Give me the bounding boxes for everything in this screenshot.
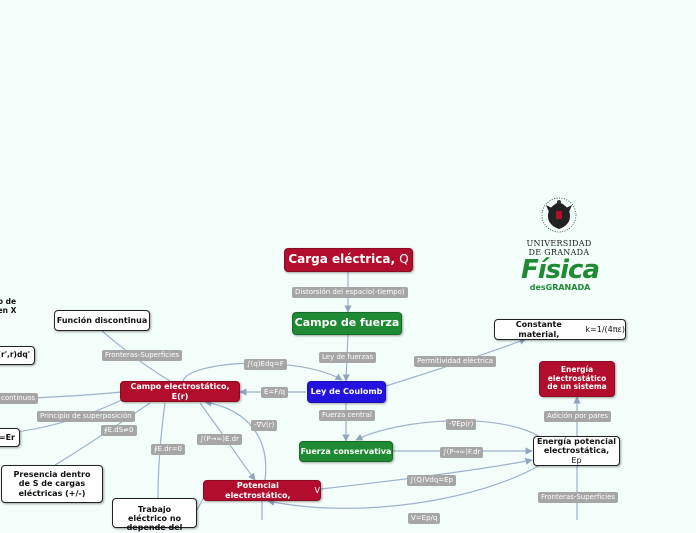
edge-label-e-fq: E=F/q [261, 387, 289, 398]
left-cut-1-title: o de en X [0, 297, 17, 315]
energia-potencial-title: Energía potencial electrostática, [537, 437, 616, 456]
edge-label-principio: Principio de superposición [37, 411, 135, 422]
edge-label-fronteras-2: Fronteras-Superficies [538, 492, 619, 503]
edge-label-ley-fuerzas: Ley de fuerzas [319, 352, 377, 363]
edge-label-permitividad: Permitividad eléctrica [414, 356, 497, 367]
trabajo-node[interactable]: Trabajo eléctrico no depende del [112, 498, 197, 532]
left-cut-node-1[interactable]: o de en X [0, 295, 22, 319]
ley-de-coulomb-node[interactable]: Ley de Coulomb [307, 381, 386, 403]
logo-brand-main: Física [520, 255, 600, 285]
ley-coulomb-title: Ley de Coulomb [310, 387, 383, 397]
logo-brand-sub: desGRANADA [529, 283, 591, 292]
edge-label-v-ep: V=Ep/q [408, 513, 441, 524]
energia-sistema-node[interactable]: Energía electrostático de un sistema [539, 361, 615, 397]
left-cut-node-3[interactable]: =Er [0, 428, 20, 447]
constante-material-node[interactable]: Constante material, k=1/(4πε) [494, 319, 626, 340]
edge-label-int-p-fdr: ∫(P→∞)F.dr [440, 447, 484, 458]
fuerza-conservativa-title: Fuerza conservativa [300, 446, 392, 456]
university-logo: UNIVERSIDAD DE GRANADA Física desGRANADA [518, 196, 600, 296]
edge-label-int-q-edq: ∫(q)Edq=F [244, 359, 287, 370]
potencial-electrostatico-node[interactable]: Potencial electrostático, V [203, 480, 321, 501]
carga-symbol: Q [399, 252, 409, 267]
edge-potencial-energia [320, 457, 533, 490]
presencia-title: Presencia dentro de S de cargas eléctric… [13, 470, 91, 498]
constante-title: Constante material, [515, 320, 562, 339]
edge-campo-presencia [54, 402, 151, 466]
logo-line-2: DE GRANADA [528, 248, 590, 257]
carga-electrica-node[interactable]: Carga eléctrica, Q [284, 248, 413, 272]
funcion-discontinua-title: Función discontinua [56, 315, 148, 325]
edge-label-int-vdq: ∫(Q)Vdq=Ep [407, 475, 457, 486]
carga-title: Carga eléctrica, [288, 252, 396, 267]
edge-label-distorsion: Distorsión del espacio(-tiempo) [292, 287, 408, 298]
logo-line-1: UNIVERSIDAD [526, 239, 592, 248]
left-cut-node-2[interactable]: (r',r)dq' [0, 346, 35, 365]
potencial-title: Potencial electrostático, [225, 481, 291, 500]
edge-label-fronteras-1: Fronteras-Superficies [102, 350, 183, 361]
energia-sistema-title: Energía electrostático de un sistema [547, 365, 607, 392]
left-cut-3-title: =Er [0, 432, 15, 442]
crest-icon [541, 197, 577, 233]
campo-electrostatico-title: Campo electrostático, E(r) [130, 382, 230, 401]
campo-fuerza-title: Campo de fuerza [294, 316, 400, 330]
edge-label-continuos: continuos [0, 393, 39, 404]
edge-label-flux: ∮E.dS≠0 [101, 425, 137, 436]
edge-label-int-p-edr: ∫(P→∞)E.dr [197, 434, 242, 445]
funcion-discontinua-node[interactable]: Función discontinua [54, 310, 150, 331]
edge-energia-potencial-bottom [267, 464, 541, 509]
constante-symbol: k=1/(4πε) [585, 324, 625, 334]
edge-label-circ: ∮E.dr=0 [151, 444, 185, 455]
edge-discontinua-campo [101, 330, 171, 382]
energia-potencial-node[interactable]: Energía potencial electrostática, Ep [533, 436, 620, 466]
campo-electrostatico-node[interactable]: Campo electrostático, E(r) [120, 381, 240, 402]
edge-label-grad-v: -∇V(r) [251, 420, 278, 431]
fuerza-conservativa-node[interactable]: Fuerza conservativa [299, 441, 393, 462]
potencial-symbol: V [314, 485, 320, 495]
edge-label-adicion: Adición por pares [544, 411, 612, 422]
left-cut-2-title: (r',r)dq' [0, 350, 30, 360]
presencia-node[interactable]: Presencia dentro de S de cargas eléctric… [1, 465, 103, 503]
edge-label-grad-ep: -∇Ep(r) [446, 419, 477, 430]
trabajo-title: Trabajo eléctrico no depende del [126, 505, 183, 533]
energia-potencial-symbol: Ep [571, 455, 582, 465]
edge-label-fuerza-central: Fuerza central [319, 410, 375, 421]
campo-de-fuerza-node[interactable]: Campo de fuerza [292, 312, 402, 335]
